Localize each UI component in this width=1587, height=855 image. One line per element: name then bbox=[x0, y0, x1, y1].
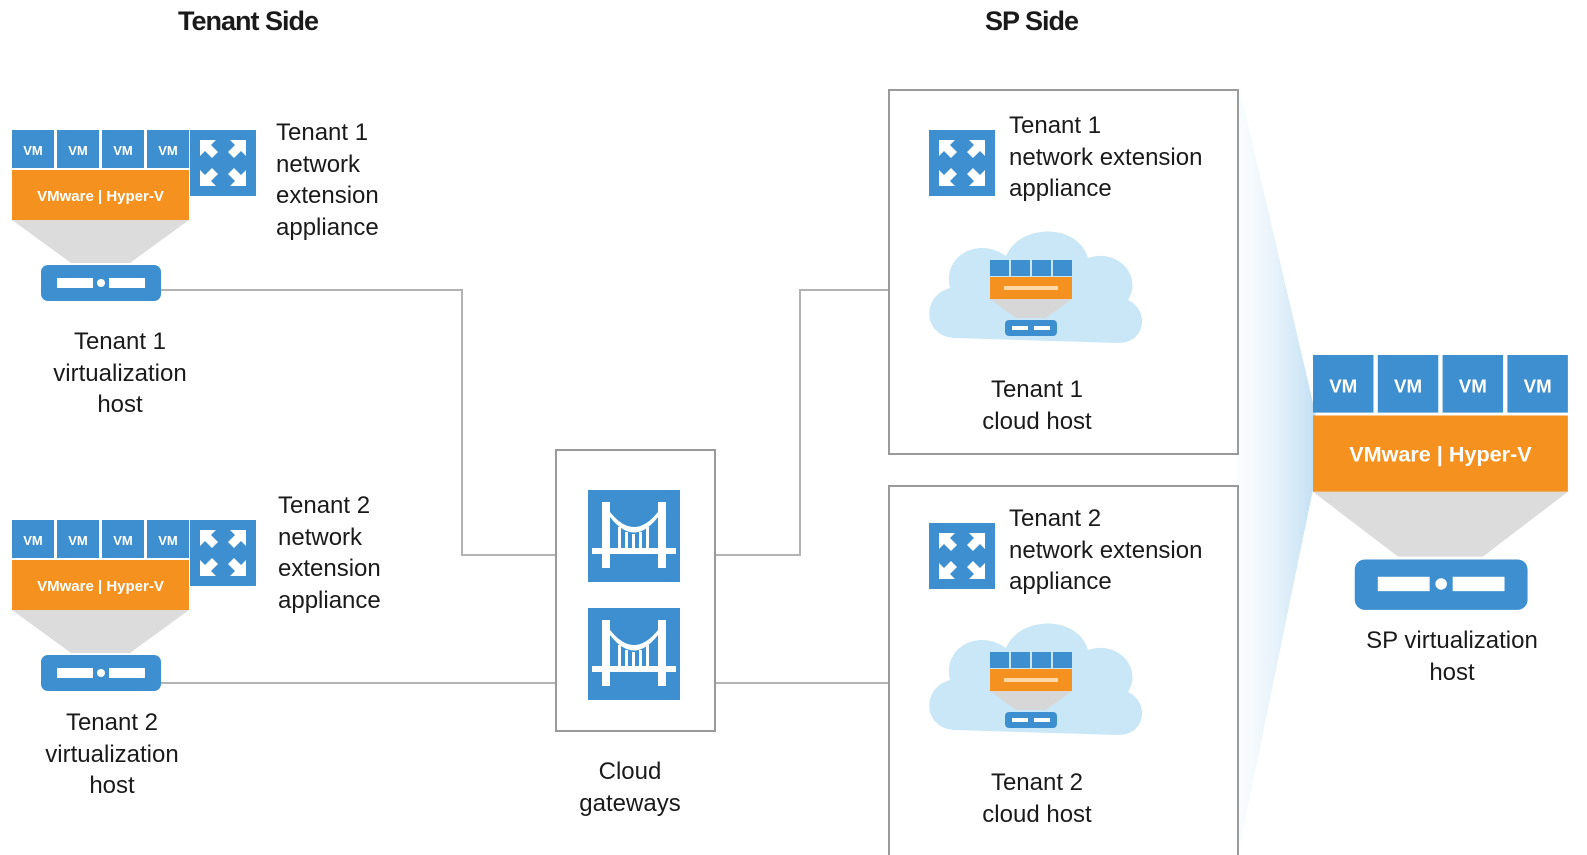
tenant2-nea-icon bbox=[190, 520, 256, 586]
cloud-gateways-label: Cloud gateways bbox=[579, 758, 681, 817]
sp-side-header: SP Side bbox=[985, 6, 1079, 36]
sp-host-label: SP virtualization host bbox=[1366, 627, 1538, 686]
tenant1-nea-label: Tenant 1 network extension appliance bbox=[276, 119, 379, 241]
tenant2-virtualization-host-icon bbox=[12, 520, 189, 691]
sp-tenant1-nea-label: Tenant 1 network extension appliance bbox=[1009, 112, 1203, 202]
cloud-gateway-bridge-icon-1 bbox=[588, 490, 680, 582]
svg-text:VM: VM bbox=[1459, 375, 1487, 396]
tenant2-host-label: Tenant 2 virtualization host bbox=[45, 709, 179, 799]
svg-text:VMware | Hyper-V: VMware | Hyper-V bbox=[1349, 442, 1532, 467]
sp-tenant1-cloud-label: Tenant 1 cloud host bbox=[982, 376, 1092, 435]
svg-text:VM: VM bbox=[1394, 375, 1422, 396]
svg-text:VM: VM bbox=[1329, 375, 1357, 396]
sp-host-beam bbox=[1237, 90, 1317, 845]
sp-tenant2-nea-label: Tenant 2 network extension appliance bbox=[1009, 505, 1203, 595]
sp-virtualization-host-icon: VM VM VM VM VMware | Hyper-V bbox=[1313, 355, 1568, 610]
sp-tenant2-cloud-label: Tenant 2 cloud host bbox=[982, 769, 1092, 828]
sp-tenant2-nea-icon bbox=[929, 523, 995, 589]
tenant-side-header: Tenant Side bbox=[178, 6, 319, 36]
tenant1-nea-icon bbox=[190, 130, 256, 196]
tenant2-nea-label: Tenant 2 network extension appliance bbox=[278, 492, 381, 614]
connector-lines bbox=[158, 289, 889, 684]
cloud-gateway-bridge-icon-2 bbox=[588, 608, 680, 700]
sp-tenant1-nea-icon bbox=[929, 130, 995, 196]
tenant1-host-label: Tenant 1 virtualization host bbox=[53, 328, 187, 418]
svg-text:VM: VM bbox=[1524, 375, 1552, 396]
tenant1-virtualization-host-icon bbox=[12, 130, 189, 301]
